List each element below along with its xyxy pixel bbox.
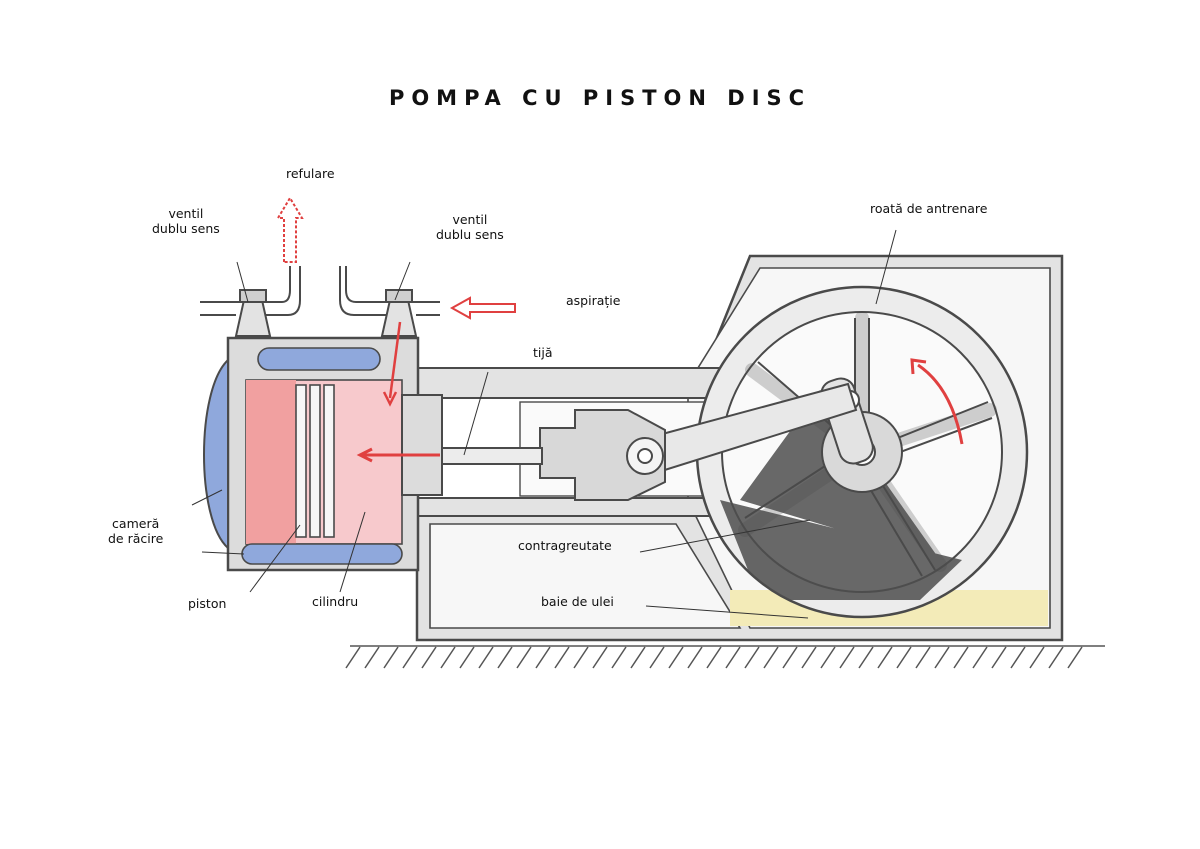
ground-hatch-mark <box>953 646 969 669</box>
ground-hatch-mark <box>896 646 912 669</box>
label-aspiratie: aspirație <box>566 293 621 308</box>
cooling-chamber <box>203 357 229 551</box>
counterweight <box>720 390 962 600</box>
ground-hatch-mark <box>630 646 646 669</box>
label-refulare: refulare <box>286 166 335 181</box>
ground-hatch-mark <box>535 646 551 669</box>
crosshead-guide <box>415 367 747 399</box>
ground-hatch-mark <box>440 646 456 669</box>
rotation-arrow <box>917 363 964 445</box>
ground-hatch-mark <box>972 646 988 669</box>
ground-hatch-mark <box>1029 646 1045 669</box>
ground-hatch-mark <box>364 646 380 669</box>
piston-discs <box>295 384 335 538</box>
ground-hatch-mark <box>402 646 418 669</box>
ground-hatch-mark <box>934 646 950 669</box>
label-ventil-right: ventil dublu sens <box>436 212 504 242</box>
ground-hatch-mark <box>554 646 570 669</box>
ground-hatch-mark <box>991 646 1007 669</box>
ground-hatch-mark <box>1067 646 1083 669</box>
page-title: POMPA CU PISTON DISC <box>388 86 812 110</box>
ground-hatch-mark <box>421 646 437 669</box>
ground-hatch-mark <box>1010 646 1026 669</box>
flow-arrows <box>276 196 964 463</box>
label-tija: tijă <box>533 345 553 360</box>
ground-hatch-mark <box>1048 646 1064 669</box>
ground-hatch-mark <box>801 646 817 669</box>
cooling-jacket-top <box>257 347 381 371</box>
label-roata: roată de antrenare <box>870 201 988 216</box>
ground-hatch-mark <box>649 646 665 669</box>
valve-left <box>234 289 272 337</box>
ground-hatch-mark <box>497 646 513 669</box>
ground-hatch-mark <box>573 646 589 669</box>
ground-hatch-mark <box>611 646 627 669</box>
label-baie-ulei: baie de ulei <box>541 594 614 609</box>
leader-lines <box>191 229 897 619</box>
ground-hatch-mark <box>478 646 494 669</box>
ground-hatch-mark <box>782 646 798 669</box>
valve-right <box>380 289 418 337</box>
ground-hatch-mark <box>839 646 855 669</box>
cooling-jacket-bottom <box>241 543 403 565</box>
piston-chamber <box>246 380 296 544</box>
label-piston: piston <box>188 596 227 611</box>
label-cilindru: cilindru <box>312 594 359 609</box>
piping <box>200 266 440 316</box>
ground-hatch-mark <box>345 646 361 669</box>
ground-hatch-mark <box>744 646 760 669</box>
ground-hatch <box>345 645 1105 669</box>
label-contragreutate: contragreutate <box>518 538 612 553</box>
ground-hatch-mark <box>383 646 399 669</box>
ground-hatch-mark <box>725 646 741 669</box>
ground-hatch-mark <box>763 646 779 669</box>
ground-hatch-mark <box>706 646 722 669</box>
ground-hatch-mark <box>516 646 532 669</box>
ground-hatch-mark <box>915 646 931 669</box>
discharge-arrow <box>276 196 304 263</box>
ground-hatch-mark <box>668 646 684 669</box>
label-ventil-left: ventil dublu sens <box>152 206 220 236</box>
ground-hatch-mark <box>687 646 703 669</box>
ground-hatch-mark <box>858 646 874 669</box>
label-camera-racire: cameră de răcire <box>108 516 164 546</box>
ground-hatch-mark <box>820 646 836 669</box>
ground-hatch-mark <box>877 646 893 669</box>
ground-hatch-mark <box>459 646 475 669</box>
suction-arrow <box>449 296 516 320</box>
crosshead <box>539 409 666 501</box>
ground-hatch-mark <box>592 646 608 669</box>
